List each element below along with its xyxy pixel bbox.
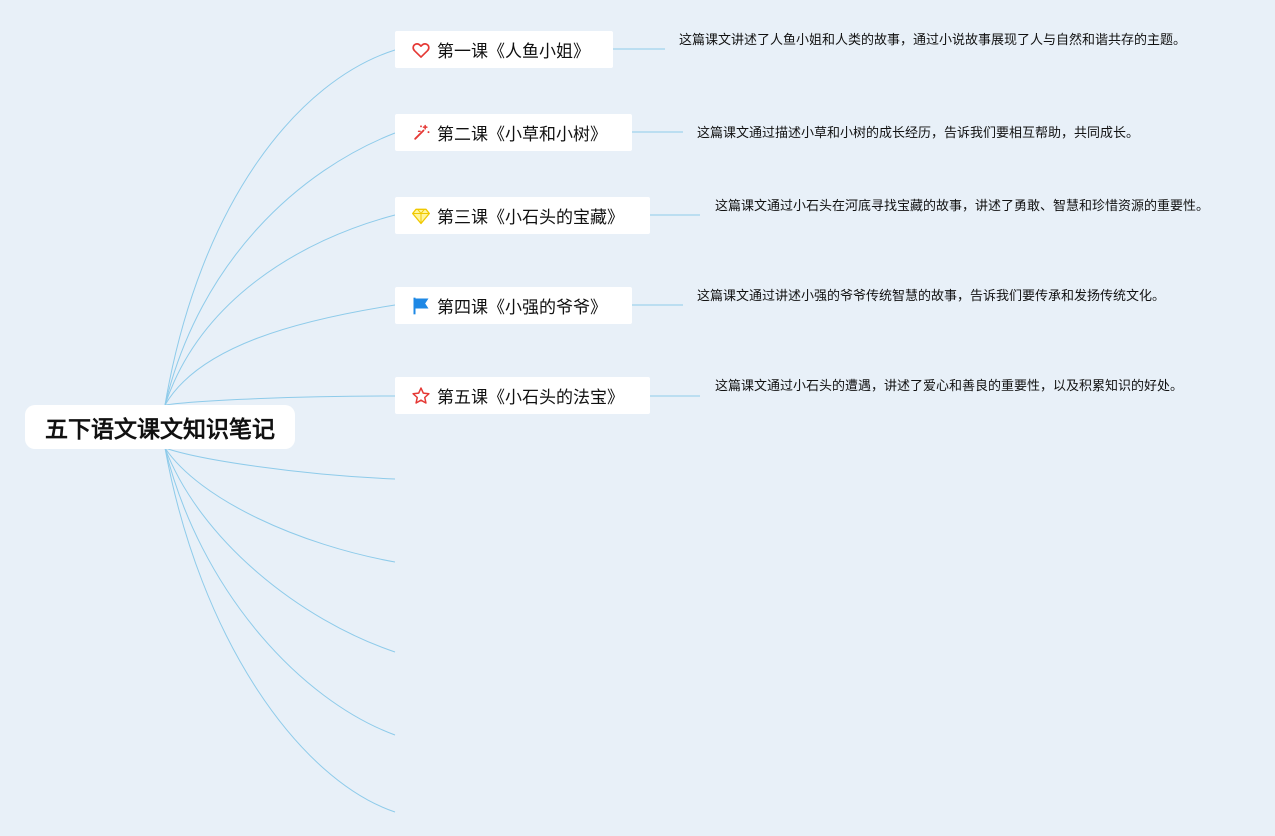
magic-wand-icon [411, 123, 431, 143]
lesson-description-5: 这篇课文通过小石头的遭遇，讲述了爱心和善良的重要性，以及积累知识的好处。 [715, 379, 1184, 394]
lesson-topic-label: 第一课《人鱼小姐》 [437, 42, 590, 62]
branch-connector [164, 447, 396, 653]
heart-icon [411, 40, 431, 60]
branch-connector [164, 447, 396, 813]
lesson-topic-5[interactable]: 第五课《小石头的法宝》 [395, 377, 650, 414]
root-topic[interactable]: 五下语文课文知识笔记 [25, 405, 295, 449]
lesson-description-4: 这篇课文通过讲述小强的爷爷传统智慧的故事，告诉我们要传承和发扬传统文化。 [697, 289, 1166, 304]
lesson-topic-label: 第五课《小石头的法宝》 [437, 388, 624, 408]
branch-connector [164, 447, 396, 736]
root-topic-label: 五下语文课文知识笔记 [45, 417, 275, 443]
lesson-topic-label: 第二课《小草和小树》 [437, 125, 607, 145]
branch-connector [164, 132, 396, 406]
lesson-topic-label: 第四课《小强的爷爷》 [437, 298, 607, 318]
lesson-topic-3[interactable]: 第三课《小石头的宝藏》 [395, 197, 650, 234]
branch-connector [164, 214, 396, 406]
diamond-icon [411, 206, 431, 226]
branch-connector [164, 395, 396, 406]
lesson-topic-2[interactable]: 第二课《小草和小树》 [395, 114, 632, 151]
branch-connector [164, 49, 396, 406]
lesson-topic-4[interactable]: 第四课《小强的爷爷》 [395, 287, 632, 324]
branch-connector [164, 447, 396, 480]
branch-connector [164, 304, 396, 406]
lesson-topic-1[interactable]: 第一课《人鱼小姐》 [395, 31, 613, 68]
lesson-description-2: 这篇课文通过描述小草和小树的成长经历，告诉我们要相互帮助，共同成长。 [697, 126, 1140, 141]
lesson-topic-label: 第三课《小石头的宝藏》 [437, 208, 624, 228]
star-icon [411, 386, 431, 406]
lesson-description-1: 这篇课文讲述了人鱼小姐和人类的故事，通过小说故事展现了人与自然和谐共存的主题。 [679, 33, 1187, 48]
flag-icon [411, 296, 431, 316]
branch-connector [164, 447, 396, 563]
lesson-description-3: 这篇课文通过小石头在河底寻找宝藏的故事，讲述了勇敢、智慧和珍惜资源的重要性。 [715, 199, 1210, 214]
